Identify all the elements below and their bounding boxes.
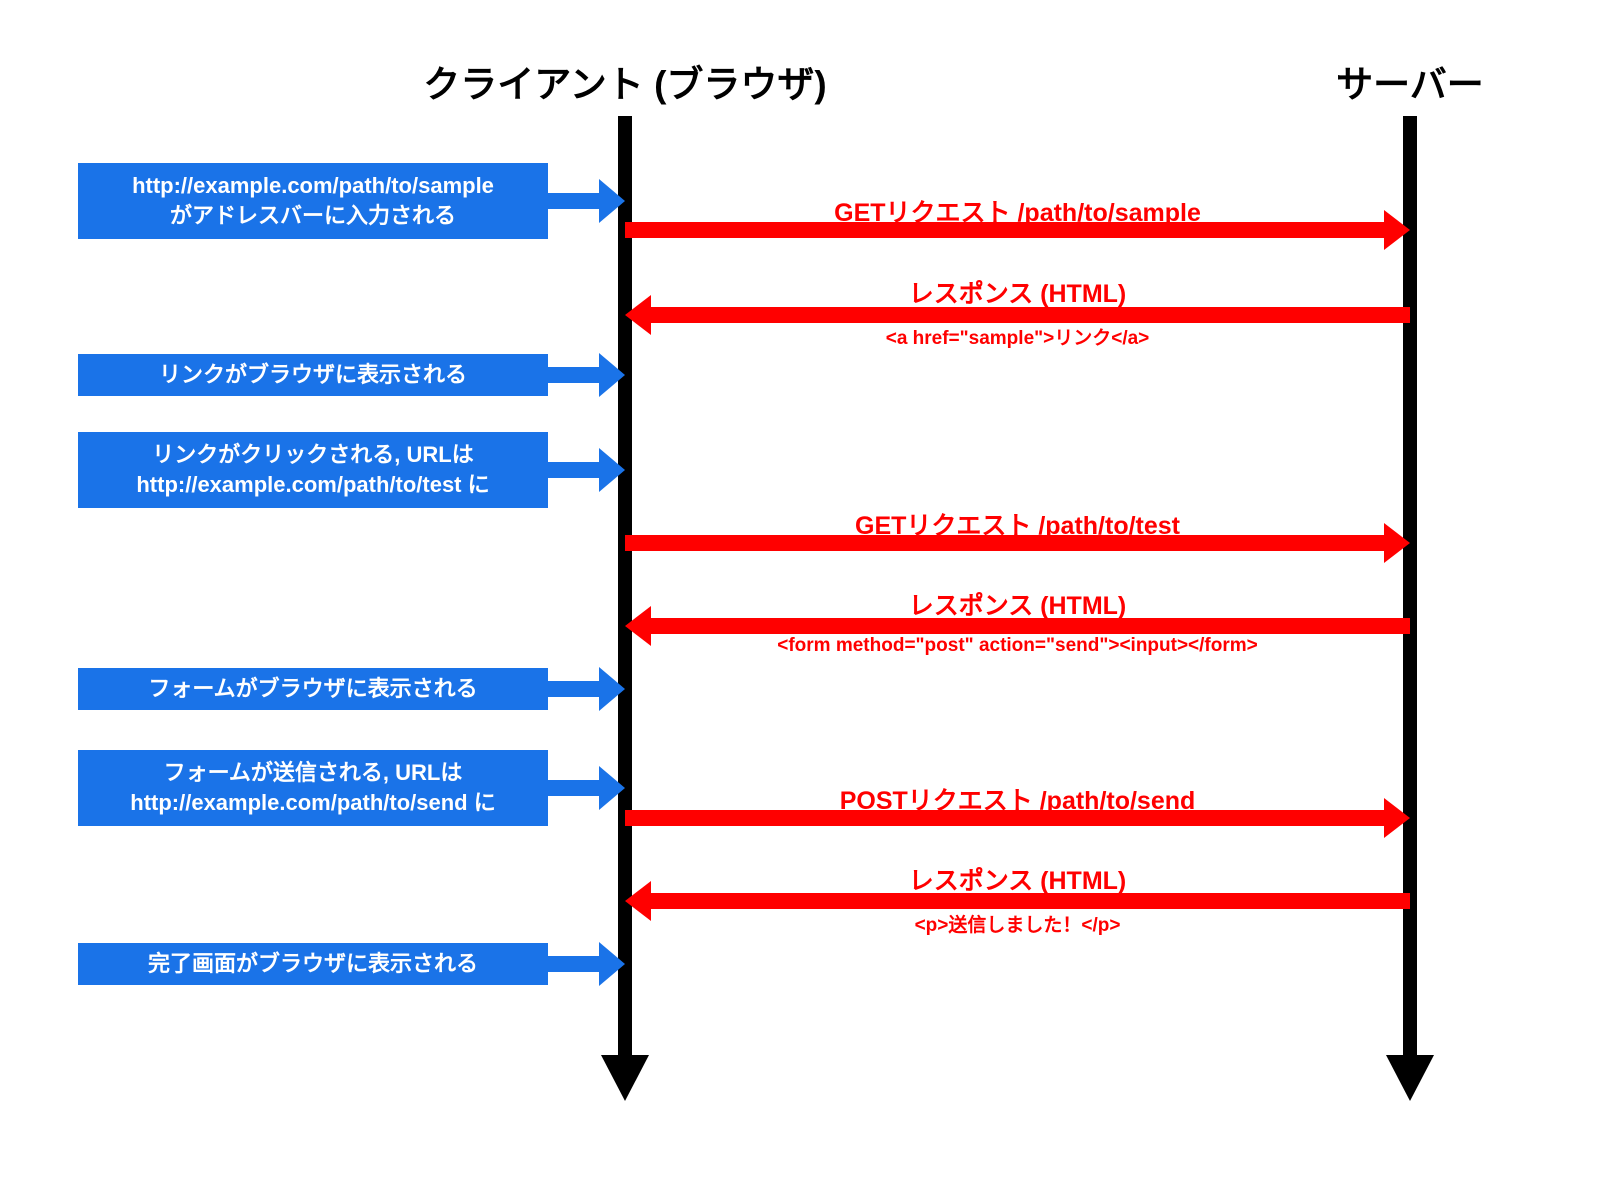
msg-response-link-sublabel: <a href="sample">リンク</a> — [885, 328, 1150, 349]
msg-get-test-shaft — [625, 535, 1384, 551]
note-text: フォームがブラウザに表示される — [148, 674, 477, 704]
msg-response-link-arrowhead — [625, 295, 651, 335]
lifeline-end-arrow-client — [601, 1055, 649, 1101]
msg-get-sample-arrowhead — [1384, 210, 1410, 250]
note-form-submitted: フォームが送信される, URLは http://example.com/path/… — [78, 750, 548, 826]
note-arrow-head — [599, 766, 625, 810]
msg-response-link-shaft — [651, 307, 1410, 323]
note-text: リンクがブラウザに表示される — [159, 360, 467, 390]
note-text-line: がアドレスバーに入力される — [169, 203, 456, 228]
msg-post-send-label: POSTリクエスト /path/to/send — [839, 787, 1196, 815]
note-text-line: 完了画面がブラウザに表示される — [147, 951, 478, 977]
note-text: http://example.com/path/to/sample がアドレスバー… — [132, 171, 494, 230]
note-text-line: リンクがクリックされる, URLは — [152, 442, 474, 468]
msg-post-send-shaft — [625, 810, 1384, 826]
note-url-entered: http://example.com/path/to/sample がアドレスバー… — [78, 163, 548, 239]
note-text: 完了画面がブラウザに表示される — [148, 949, 478, 979]
msg-post-send-arrowhead — [1384, 798, 1410, 838]
note-arrow-shaft — [548, 367, 599, 383]
note-text-line: http://example.com/path/to/sample — [132, 173, 494, 199]
note-link-displayed: リンクがブラウザに表示される — [78, 354, 548, 396]
msg-response-form-arrowhead — [625, 606, 651, 646]
note-arrow-shaft — [548, 681, 599, 697]
lifeline-end-arrow-server — [1386, 1055, 1434, 1101]
note-text-line: http://example.com/path/to/test に — [136, 472, 490, 497]
note-text-line: フォームが送信される, URLは — [163, 760, 463, 786]
note-arrow-head — [599, 353, 625, 397]
lifeline-server — [1403, 116, 1417, 1055]
note-arrow-head — [599, 942, 625, 986]
msg-get-sample-label: GETリクエスト /path/to/sample — [834, 199, 1201, 227]
msg-response-done-sublabel: <p>送信しました！</p> — [914, 915, 1121, 936]
note-text-line: フォームがブラウザに表示される — [148, 676, 478, 702]
note-arrow-shaft — [548, 193, 599, 209]
msg-response-form-shaft — [651, 618, 1410, 634]
msg-response-form-label: レスポンス (HTML) — [908, 592, 1127, 620]
note-text-line: http://example.com/path/to/send に — [130, 790, 496, 815]
msg-response-form-sublabel: <form method="post" action="send"><input… — [777, 635, 1258, 656]
note-arrow-shaft — [548, 780, 599, 796]
msg-get-sample-shaft — [625, 222, 1384, 238]
msg-get-test-label: GETリクエスト /path/to/test — [854, 512, 1181, 540]
note-text: リンクがクリックされる, URLは http://example.com/path… — [136, 440, 489, 499]
participant-title-client: クライアント (ブラウザ) — [423, 64, 827, 105]
msg-response-done-arrowhead — [625, 881, 651, 921]
note-done-displayed: 完了画面がブラウザに表示される — [78, 943, 548, 985]
msg-get-test-arrowhead — [1384, 523, 1410, 563]
note-text-line: リンクがブラウザに表示される — [158, 362, 467, 388]
msg-response-done-shaft — [651, 893, 1410, 909]
note-link-clicked: リンクがクリックされる, URLは http://example.com/path… — [78, 432, 548, 508]
note-arrow-head — [599, 179, 625, 223]
note-form-displayed: フォームがブラウザに表示される — [78, 668, 548, 710]
note-arrow-head — [599, 448, 625, 492]
note-text: フォームが送信される, URLは http://example.com/path/… — [130, 758, 495, 817]
msg-response-done-label: レスポンス (HTML) — [908, 867, 1127, 895]
note-arrow-shaft — [548, 462, 599, 478]
participant-title-server: サーバー — [1336, 64, 1484, 105]
note-arrow-shaft — [548, 956, 599, 972]
note-arrow-head — [599, 667, 625, 711]
msg-response-link-label: レスポンス (HTML) — [908, 280, 1127, 308]
